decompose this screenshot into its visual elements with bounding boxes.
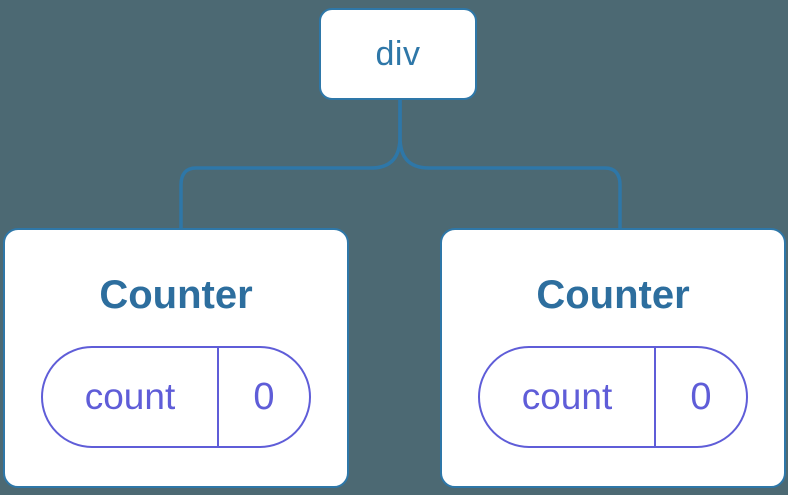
state-key-label: count: [43, 348, 219, 446]
connector-right-branch: [398, 99, 622, 230]
state-value: 0: [690, 375, 712, 418]
tree-node-counter-left: Counter count 0: [3, 228, 349, 488]
connector-left-branch: [179, 99, 402, 230]
counter-title: Counter: [99, 273, 253, 317]
counter-title: Counter: [536, 273, 690, 317]
tree-node-div: div: [319, 8, 477, 100]
tree-node-div-label: div: [375, 34, 421, 73]
state-badge: count 0: [478, 346, 748, 448]
state-value: 0: [253, 375, 275, 418]
state-key-label: count: [480, 348, 656, 446]
tree-node-counter-right: Counter count 0: [440, 228, 786, 488]
state-badge: count 0: [41, 346, 311, 448]
